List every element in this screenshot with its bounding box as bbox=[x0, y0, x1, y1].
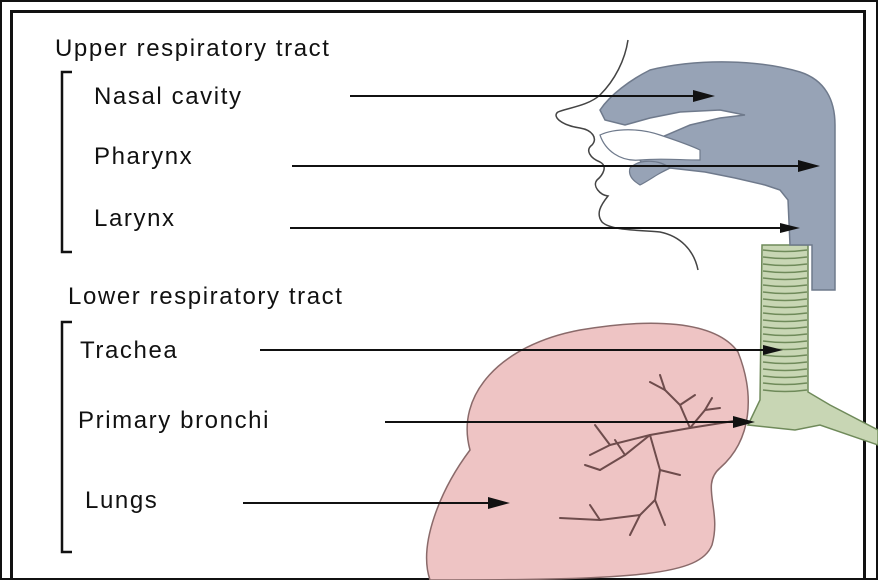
label-trachea: Trachea bbox=[80, 337, 178, 364]
label-primary-bronchi: Primary bronchi bbox=[78, 407, 270, 434]
label-lungs: Lungs bbox=[85, 487, 158, 514]
lung bbox=[427, 323, 749, 580]
label-nasal-cavity: Nasal cavity bbox=[94, 83, 243, 110]
tongue bbox=[629, 161, 670, 185]
lower-tract-heading: Lower respiratory tract bbox=[68, 283, 344, 310]
arrow-larynx bbox=[290, 223, 800, 233]
label-pharynx: Pharynx bbox=[94, 143, 193, 170]
label-larynx: Larynx bbox=[94, 205, 176, 232]
lower-tract-bracket bbox=[62, 322, 72, 552]
upper-tract-bracket bbox=[62, 72, 72, 252]
upper-tract-heading: Upper respiratory tract bbox=[55, 35, 331, 62]
